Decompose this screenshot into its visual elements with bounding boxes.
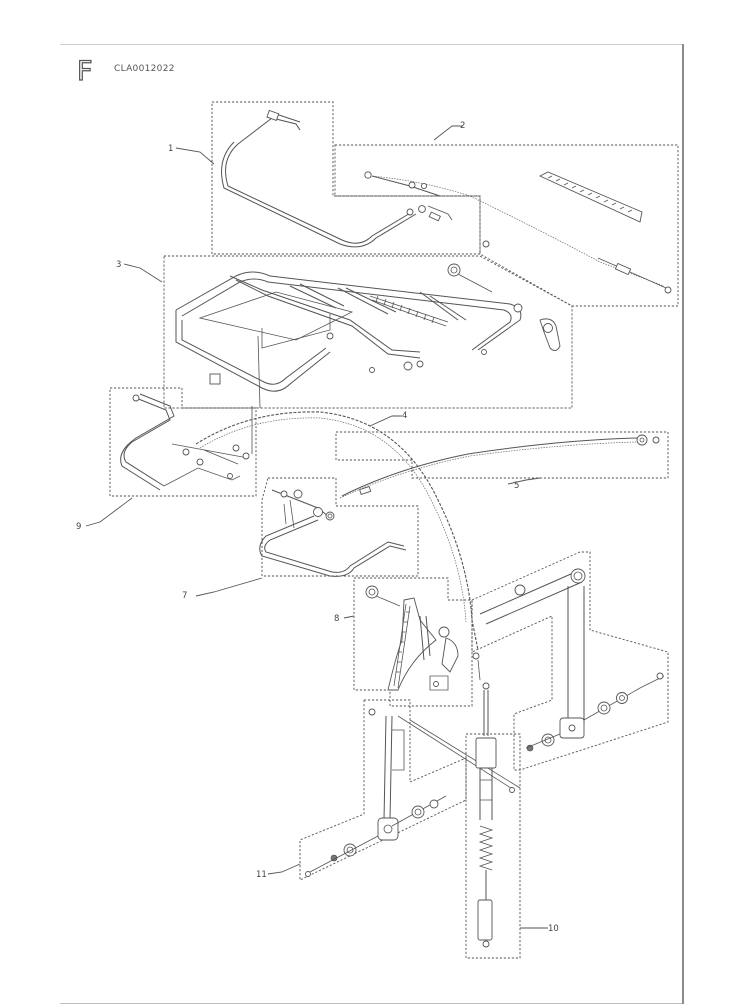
- assembly-7-group: 7: [182, 477, 419, 601]
- shaft-assembly-group: [397, 551, 669, 791]
- assembly-5-box: [335, 431, 669, 479]
- assembly-10-box: [465, 733, 521, 959]
- assembly-1-box: [211, 101, 481, 255]
- frame-right-border: [682, 44, 684, 1004]
- callout-11: 11: [256, 870, 267, 880]
- callout-2: 2: [460, 121, 465, 131]
- assembly-8-group: 8: [334, 577, 473, 707]
- handle-frame: [175, 271, 522, 392]
- callout-5: 5: [514, 481, 519, 491]
- callout-9: 9: [76, 522, 81, 532]
- handle-grip: [538, 171, 643, 223]
- assembly-9-box: [109, 387, 257, 497]
- assembly-9-group: 9: [76, 387, 257, 532]
- rod-sleeve: [475, 737, 497, 769]
- callout-7: 7: [182, 591, 187, 601]
- handle-bar-1: [225, 117, 413, 244]
- assembly-10-group: 10: [465, 682, 559, 959]
- assembly-2-group: 2: [334, 121, 679, 307]
- assembly-2-box: [334, 144, 679, 307]
- callout-3: 3: [116, 260, 121, 270]
- cable-4-group: 4: [195, 411, 481, 681]
- tension-spring: [478, 825, 494, 871]
- assembly-7-box: [261, 477, 419, 577]
- assembly-5-group: 5: [335, 431, 669, 499]
- assembly-1-group: 1: [168, 101, 490, 255]
- callout-8: 8: [334, 614, 339, 624]
- callout-4: 4: [402, 411, 407, 421]
- assembly-11-box: [299, 699, 467, 881]
- frame-bottom-border: [60, 1003, 682, 1004]
- assembly-8-box: [353, 577, 473, 707]
- document-code: CLA0012022: [114, 64, 175, 74]
- bowden-cable-4: [195, 411, 479, 651]
- quadrant-plate: [387, 597, 437, 691]
- assembly-3-group: 3: [116, 255, 573, 454]
- frame-top-border: [60, 44, 682, 45]
- assembly-11-group: 11: [256, 699, 467, 881]
- callout-10: 10: [548, 924, 559, 934]
- callout-1: 1: [168, 144, 173, 154]
- assembly-3-box: [163, 255, 573, 409]
- section-letter: F: [76, 56, 93, 87]
